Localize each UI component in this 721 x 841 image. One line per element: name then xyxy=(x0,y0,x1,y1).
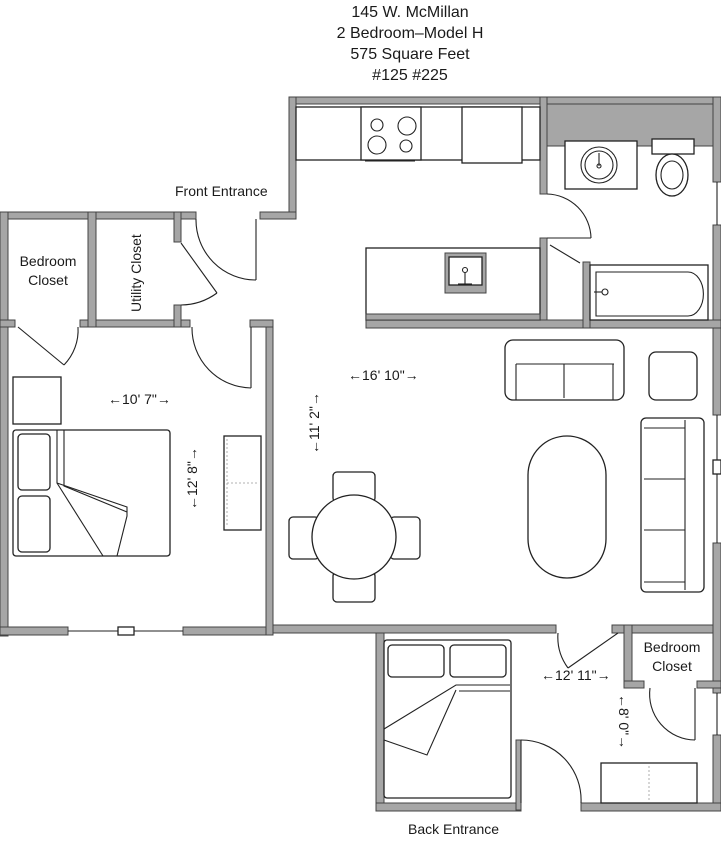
unit-numbers: #125 #225 xyxy=(372,67,448,84)
bathroom-sink-icon xyxy=(564,140,638,190)
back-entrance-label: Back Entrance xyxy=(408,821,500,837)
square-footage: 575 Square Feet xyxy=(350,46,470,63)
bedroom-closet-2-label: Bedroom Closet xyxy=(643,639,701,674)
toilet-icon xyxy=(651,138,695,197)
front-door xyxy=(195,218,257,281)
ottoman-icon xyxy=(648,351,698,401)
doors xyxy=(17,182,721,804)
dining-table-icon xyxy=(288,471,421,603)
bedroom1-furniture xyxy=(12,376,262,557)
living-furniture xyxy=(504,339,705,593)
dresser-icon xyxy=(600,762,698,804)
address: 145 W. McMillan xyxy=(351,4,469,21)
bed-icon xyxy=(12,429,171,557)
utility-closet-label: Utility Closet xyxy=(128,234,144,312)
bedroom1-length-dimension: ←12' 8"→ xyxy=(184,447,200,510)
bedroom2-furniture xyxy=(383,639,698,804)
dresser-icon xyxy=(223,435,262,531)
refrigerator-icon xyxy=(461,106,523,164)
stove-icon xyxy=(360,106,422,162)
plan-header: 145 W. McMillan 2 Bedroom–Model H 575 Sq… xyxy=(250,2,570,86)
kitchen xyxy=(295,106,541,321)
bathtub-icon xyxy=(589,264,709,321)
back-door xyxy=(520,739,582,804)
bathroom xyxy=(546,103,714,321)
bedroom-closet-1-label: Bedroom Closet xyxy=(19,253,77,288)
bedroom2-width-dimension: ←12' 11"→ xyxy=(541,667,611,683)
walls xyxy=(0,96,721,812)
bedroom2-length-dimension: ←8' 0"→ xyxy=(616,694,632,750)
loveseat-icon xyxy=(504,339,625,401)
living-width-dimension: ←16' 10"→ xyxy=(348,367,419,383)
nightstand-icon xyxy=(12,376,62,425)
bed-icon xyxy=(383,639,512,799)
front-entrance-label: Front Entrance xyxy=(175,183,268,199)
coffee-table-icon xyxy=(527,435,607,579)
bedroom1-width-dimension: ←10' 7"→ xyxy=(108,391,171,407)
sofa-icon xyxy=(640,417,705,593)
kitchen-sink-icon xyxy=(444,252,487,294)
model-name: 2 Bedroom–Model H xyxy=(336,25,484,42)
living-length-dimension: ←11' 2"→ xyxy=(306,392,322,454)
